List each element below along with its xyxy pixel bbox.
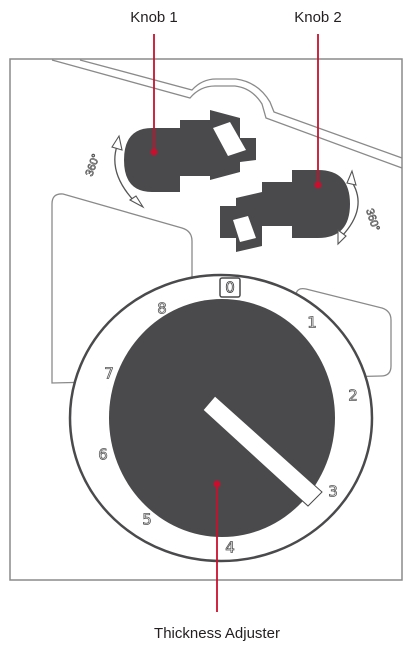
dial-number-1: 1 [307,314,317,332]
knob-1-label: Knob 1 [130,9,178,26]
dial-number-6: 6 [98,446,108,464]
knob-2-leader-dot [314,181,322,189]
dial-pointer [202,395,323,507]
dial-number-0: 0 [225,279,235,297]
knob-1-window [213,122,246,156]
dial-number-5: 5 [142,511,152,529]
thickness-adjuster-label: Thickness Adjuster [154,625,280,642]
dial-number-8: 8 [157,300,167,318]
housing-edge [51,59,403,169]
knob-2-rotation-arrow [337,169,359,246]
housing-edge-inner [79,59,403,159]
thickness-leader-dot [213,480,221,488]
thickness-dial[interactable]: 0 1 2 3 4 5 6 7 8 [68,273,374,563]
dial-zero-box [219,277,241,298]
knob-1[interactable] [124,110,256,192]
dial-number-4: 4 [225,539,235,557]
dial-number-2: 2 [348,387,358,405]
dial-number-7: 7 [104,365,114,383]
knob-1-leader-dot [150,148,158,156]
knob-1-rotation-arrow [111,134,145,209]
knob-2[interactable] [220,170,350,252]
dial-number-3: 3 [328,483,338,501]
knob-2-window [233,216,256,242]
dial-numbers: 0 1 2 3 4 5 6 7 8 [98,278,358,557]
knob-2-label: Knob 2 [294,9,342,26]
